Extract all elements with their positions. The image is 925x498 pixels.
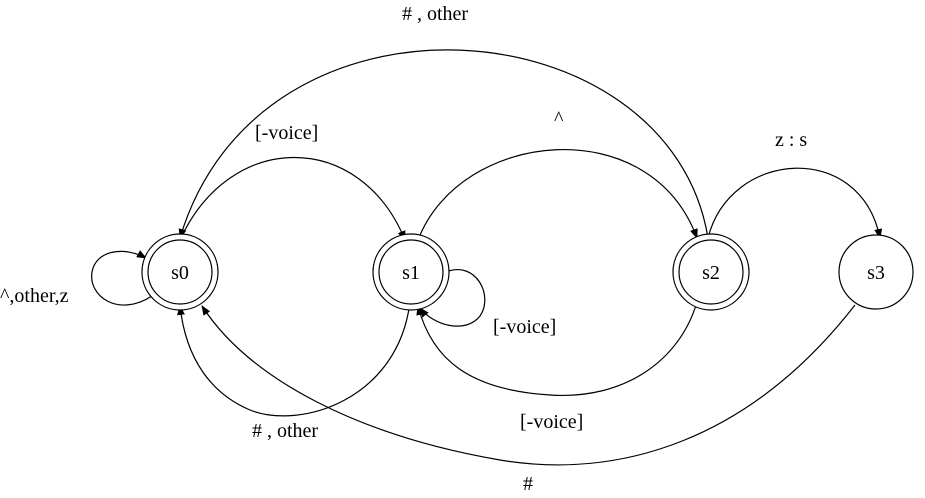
state-s3: s3	[838, 234, 914, 310]
edge-s1-s1	[419, 269, 486, 327]
edge-s0-s0	[91, 250, 153, 306]
edge-s2-s3	[707, 167, 883, 239]
edge-s3-s0	[201, 304, 856, 466]
label-s2-s0: # , other	[402, 3, 468, 25]
label-s1-s1: [-voice]	[493, 316, 556, 338]
label-s0-s1: [-voice]	[255, 122, 318, 144]
state-label: s0	[171, 262, 189, 284]
state-s2: s2	[672, 233, 750, 311]
edge-s2-s0	[178, 49, 709, 239]
edge-s0-s1	[179, 156, 406, 241]
state-label: s2	[702, 262, 720, 284]
label-s1-s2: ^	[554, 108, 564, 130]
label-s3-s0: #	[523, 473, 533, 495]
state-s1: s1	[372, 233, 450, 311]
edge-s2-s1	[416, 301, 698, 397]
edge-s1-s0	[177, 301, 411, 417]
label-s0-s0: ^,other,z	[0, 285, 69, 307]
state-label: s1	[402, 262, 420, 284]
label-s2-s3: z : s	[775, 129, 807, 151]
state-label: s3	[867, 262, 885, 284]
label-s1-s0: # , other	[252, 420, 318, 442]
state-s0: s0	[141, 233, 219, 311]
edge-s1-s2	[417, 149, 698, 241]
label-s2-s1: [-voice]	[520, 411, 583, 433]
